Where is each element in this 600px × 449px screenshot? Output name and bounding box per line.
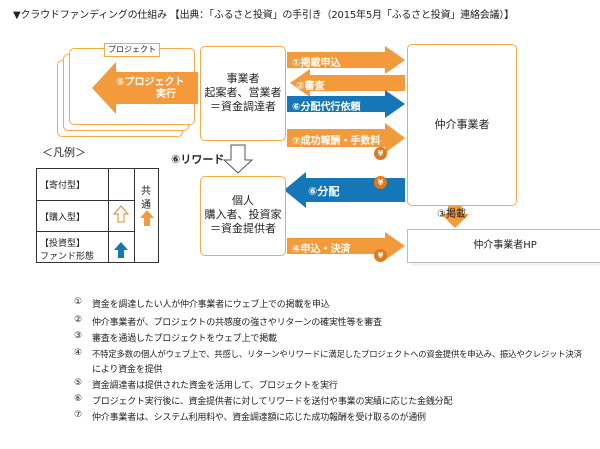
note-3-num: ③: [74, 331, 83, 341]
legend-table: [36, 168, 159, 263]
intermediary-label: 仲介事業者: [434, 118, 490, 131]
label-publish: ③掲載: [437, 209, 466, 220]
arrow-publish: [441, 203, 469, 228]
legend-divider-v2: [134, 168, 135, 263]
intermediary-hp-box: [407, 229, 600, 263]
individual-title: 個人: [232, 194, 254, 207]
yen-coin-payment: ¥: [374, 249, 387, 262]
intermediary-box: [407, 44, 517, 206]
individual-subtitle: 購入者、投資家: [204, 208, 282, 221]
arrow-success-fee: [287, 123, 405, 153]
legend-divider-h1: [36, 200, 135, 201]
note-1-num: ①: [74, 297, 83, 307]
note-5-text: 資金調達者は提供された資金を活用して、プロジェクトを実行: [92, 381, 338, 391]
diagram-title: ▼クラウドファンディングの仕組み 【出典：「ふるさと投資」の手引き（2015年5…: [13, 10, 514, 21]
label-listing-application: ①掲載申込: [292, 58, 341, 69]
operator-box: [200, 46, 286, 141]
note-6-num: ⑥: [74, 394, 83, 404]
label-distribution-request: ⑥分配代行依頼: [292, 102, 361, 113]
yen-coin-fee: ¥: [374, 147, 387, 160]
label-reward: ⑥リワード: [171, 153, 225, 166]
legend-purchase-up-arrow-icon: [112, 205, 130, 223]
project-label-tag: プロジェクト: [104, 43, 160, 57]
legend-investment: 【投資型】: [40, 239, 86, 249]
legend-common-2: 通: [141, 200, 151, 211]
note-4-text: 不特定多数の個人がウェブ上で、共感し、リターンやリワードに満足したプロジェクトへ…: [92, 349, 582, 359]
arrow-project-execution: [92, 62, 198, 114]
label-project-execution-1: ⑤プロジェクト: [116, 77, 185, 88]
label-review: ②審査: [296, 81, 325, 92]
note-7-text: 仲介事業者は、システム利用料や、資金調達額に応じた成功報酬を受け取るのが通例: [92, 413, 426, 423]
legend-donation: 【寄付型】: [40, 181, 86, 191]
arrow-reward: [222, 144, 254, 174]
operator-subtitle: 起案者、営業者: [204, 86, 282, 99]
label-distribution: ⑥分配: [308, 185, 340, 198]
legend-investment-up-arrow-icon: [114, 242, 128, 258]
note-5-num: ⑤: [74, 378, 83, 388]
legend-common-up-arrow-icon: [140, 210, 154, 226]
legend-fund-form: ファンド形態: [40, 252, 95, 262]
label-success-fee: ⑦成功報酬・手数料: [292, 136, 381, 147]
legend-divider-h2: [36, 231, 135, 232]
note-4-num: ④: [74, 348, 83, 358]
note-1-text: 資金を調達したい人が仲介事業者にウェブ上での掲載を申込: [92, 300, 330, 310]
arrow-listing-application: [287, 46, 405, 74]
arrow-distribution-request: [287, 90, 405, 118]
individual-role: ＝資金提供者: [210, 222, 276, 235]
note-7-num: ⑦: [74, 410, 83, 420]
operator-title: 事業者: [226, 72, 260, 85]
label-application-payment: ④申込・決済: [292, 244, 351, 255]
note-2-num: ②: [74, 315, 83, 325]
note-4-text-cont: により資金を提供: [92, 365, 163, 375]
individual-box: [200, 176, 286, 256]
legend-title: ＜凡例＞: [42, 146, 86, 159]
legend-purchase: 【購入型】: [40, 213, 86, 223]
legend-common-1: 共: [141, 186, 151, 197]
label-project-execution-2: 実行: [156, 89, 176, 100]
note-6-text: プロジェクト実行後に、資金提供者に対してリワードを送付や事業の実績に応じた金銭分…: [92, 397, 453, 407]
note-3-text: 審査を通過したプロジェクトをウェブ上で掲載: [92, 334, 277, 344]
intermediary-hp-label: 仲介事業者HP: [473, 240, 537, 251]
arrow-review: [290, 69, 405, 97]
note-2-text: 仲介事業者が、プロジェクトの共感度の強さやリターンの確実性等を審査: [92, 318, 382, 328]
yen-coin-distribution: ¥: [374, 176, 387, 189]
operator-role: ＝資金調達者: [210, 100, 276, 113]
legend-divider-v1: [108, 168, 109, 263]
